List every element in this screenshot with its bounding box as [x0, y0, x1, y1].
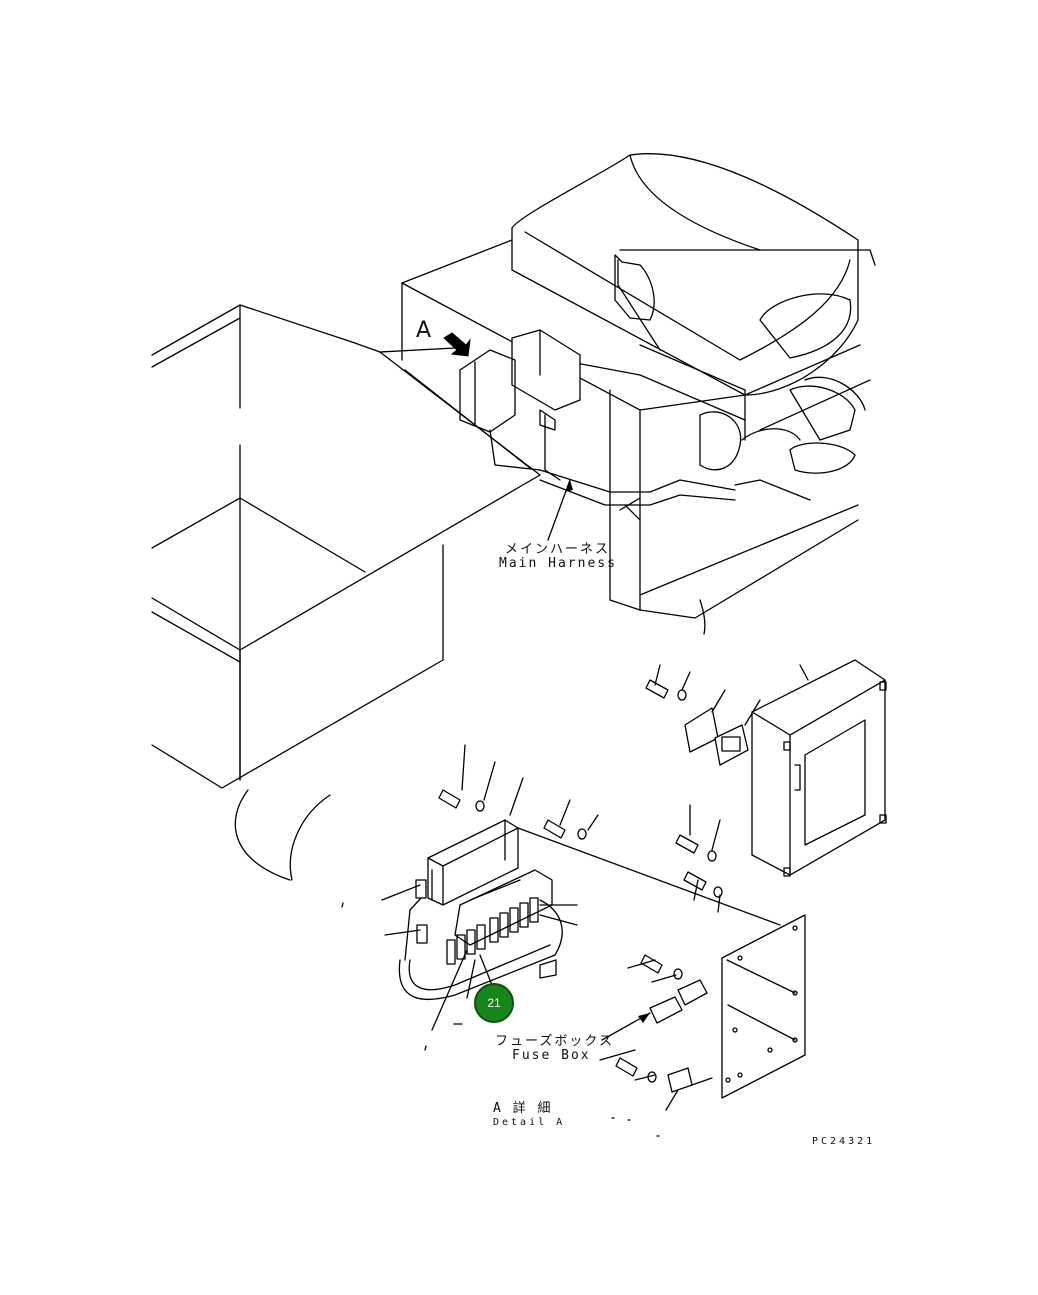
fuse-box-leader — [601, 1012, 651, 1041]
part-leaders — [381, 664, 809, 1111]
cab-box-outline — [151, 304, 541, 789]
track-arcs — [234, 599, 706, 881]
view-a-arrow — [443, 332, 471, 357]
harness-routing — [539, 249, 876, 521]
relay-module — [427, 819, 519, 906]
bolt-group-lower — [615, 954, 713, 1093]
cover-plate-small — [684, 707, 749, 766]
fuse-box-label-en: Fuse Box — [512, 1048, 591, 1063]
engine-detail — [614, 254, 866, 474]
tick-marks — [341, 902, 660, 1137]
main-harness-label-en: Main Harness — [499, 556, 617, 571]
main-harness-label-jp: メインハーネス — [505, 542, 611, 557]
detail-a-label-en: Detail A — [493, 1117, 566, 1128]
fuse-box-label-jp: フューズボックス — [495, 1034, 614, 1049]
bolt-group-upper — [438, 679, 723, 898]
callout-21[interactable]: 21 — [474, 983, 514, 1023]
back-plate — [517, 827, 806, 1099]
view-a-marker: A — [416, 318, 432, 343]
main-harness-leader — [547, 479, 573, 541]
fuse-box-detail — [398, 869, 563, 1001]
detail-a-label-jp: A 詳 細 — [493, 1101, 553, 1116]
drawing-number: PC24321 — [812, 1136, 876, 1147]
housing-box — [751, 659, 887, 877]
fuse-box-installed — [459, 329, 581, 481]
engine-cover — [401, 153, 871, 619]
